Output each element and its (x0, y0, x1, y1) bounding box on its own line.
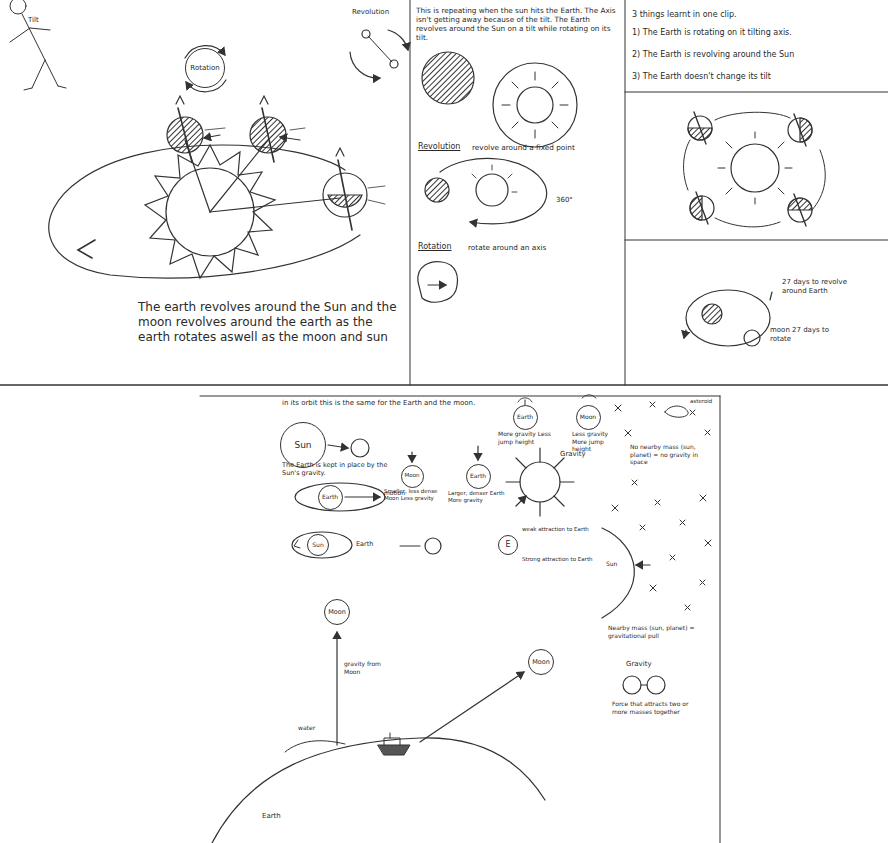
sketch-note: gravity from Moon (344, 660, 394, 675)
sketch-note: Revolution (418, 142, 460, 152)
sketch-note: weak attraction to Earth (522, 526, 596, 533)
sketch-note: 2) The Earth is revolving around the Sun (632, 50, 882, 60)
circle-label: Earth (517, 414, 533, 420)
circle-label: Sun (312, 542, 323, 548)
body-circle: Earth (466, 464, 491, 489)
sketch-note: 3 things learnt in one clip. (632, 10, 882, 20)
sketch-note: asteroid (690, 398, 712, 405)
sketch-note: Sun (606, 560, 617, 568)
sketch-note: Smaller, less dense Moon Less gravity (384, 488, 440, 502)
body-circle: Moon (324, 599, 350, 625)
sketch-note: Earth (262, 812, 281, 821)
sketch-note: 360° (556, 196, 573, 205)
body-circle: Earth (318, 485, 343, 510)
sketch-note: This is repeating when the sun hits the … (416, 6, 621, 42)
sketch-note: Gravity (626, 660, 652, 669)
sketch-note: 27 days to revolve around Earth (782, 278, 862, 296)
circle-label: Moon (328, 609, 346, 616)
sketch-note: 1) The Earth is rotating on it tilting a… (632, 28, 882, 38)
circle-label: Rotation (190, 65, 219, 72)
sketch-note: No nearby mass (sun, planet) = no gravit… (630, 443, 716, 466)
circle-label: Earth (322, 494, 338, 500)
body-circle: E (498, 535, 518, 555)
body-circle: Moon (576, 405, 601, 430)
body-circle: Earth (513, 405, 538, 430)
body-circle: Sun (307, 534, 329, 556)
circle-label: Earth (470, 473, 486, 479)
circle-label: Sun (294, 441, 311, 450)
sketch-note: moon 27 days to rotate (770, 326, 830, 344)
circle-label: E (505, 541, 510, 549)
sketch-note: revolve around a fixed point (472, 143, 575, 152)
sketch-note: Gravity (560, 450, 586, 459)
sketch-note: Revolution (352, 8, 389, 17)
sketch-note: Force that attracts two or more masses t… (612, 700, 704, 715)
sketch-note: in its orbit this is the same for the Ea… (282, 399, 482, 408)
sketch-note: Strong attraction to Earth (522, 556, 596, 563)
sketch-note: Tilt (28, 16, 39, 25)
circle-label: Moon (405, 473, 420, 479)
circle-label: Moon (580, 414, 596, 420)
sketch-note: Earth (356, 540, 373, 548)
circle-label: Moon (532, 659, 550, 666)
sketch-note: Nearby mass (sun, planet) = gravitationa… (608, 624, 716, 639)
sketch-note: 3) The Earth doesn't change its tilt (632, 72, 882, 82)
body-circle: Moon (401, 465, 424, 488)
sketch-note: The Earth is kept in place by the Sun's … (282, 461, 394, 477)
body-circle: Moon (528, 649, 554, 675)
sketch-note: Larger, denser Earth More gravity (448, 490, 510, 504)
sketch-note: The earth revolves around the Sun and th… (138, 300, 406, 345)
sketch-note: More gravity Less jump height (498, 430, 556, 445)
sketch-note: rotate around an axis (468, 243, 546, 252)
body-circle: Rotation (185, 48, 225, 88)
sketch-note: Less gravity More jump height (572, 430, 622, 453)
sketch-note: water (298, 724, 315, 732)
sketch-note: Rotation (418, 242, 451, 252)
